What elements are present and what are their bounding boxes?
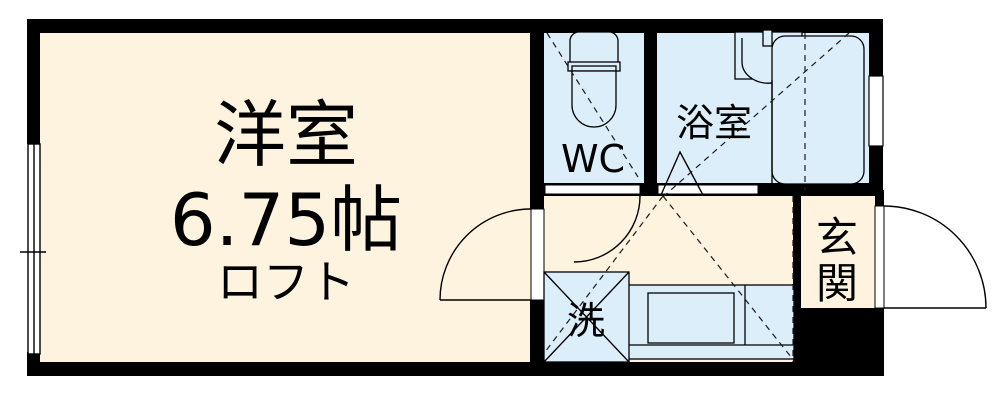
main-room-loft-label: ロフト [217, 255, 355, 309]
floor-fills [36, 29, 884, 367]
door-swings [439, 150, 987, 309]
wc-label: WC [561, 137, 625, 181]
wc-door-opening [544, 184, 641, 195]
walls [27, 19, 884, 376]
wall-bottom-main [27, 362, 543, 376]
dashed-overhead-lines [544, 32, 850, 363]
wall-left-upper [27, 19, 40, 144]
bathtub-fixture [771, 35, 865, 185]
main-room-name-label: 洋室 [214, 93, 358, 177]
washing-machine-slot [543, 271, 630, 363]
sliding-window-left [20, 143, 46, 355]
dashed-hall-diagonal-right [662, 195, 796, 363]
dashed-bath-diagonal [663, 32, 850, 197]
kitchen-counter-fixture [621, 284, 795, 360]
wall-right-main-lower [530, 300, 544, 376]
entrance-label-char-2: 関 [816, 259, 858, 308]
bathroom-folding-door[interactable] [660, 150, 704, 196]
bathroom-window-right [868, 75, 884, 147]
bathroom-door-opening [657, 184, 759, 195]
fixtures [543, 29, 865, 363]
entrance-door[interactable] [883, 205, 987, 309]
wall-hall-entrance [793, 196, 801, 313]
wall-right-main-upper [530, 19, 544, 209]
wall-right-outer-lower [869, 146, 883, 196]
wall-top-main [27, 19, 543, 33]
room-labels: 洋室 6.75帖 ロフト WC 浴室 洗 玄 関 [170, 93, 858, 343]
toilet-fixture [567, 31, 621, 128]
entrance-floor [800, 196, 884, 313]
wall-entrance-right-top [875, 190, 884, 206]
bathroom-label: 浴室 [676, 101, 752, 145]
wall-wc-bath-partition [644, 29, 657, 196]
wall-entrance-step-block [793, 308, 884, 376]
room-entry-door[interactable] [439, 208, 532, 301]
washer-label: 洗 [567, 299, 605, 343]
room-door-opening [530, 208, 545, 301]
openings [20, 75, 885, 355]
wall-right-outer-upper [869, 19, 883, 76]
entrance-label-char-1: 玄 [816, 213, 858, 262]
wc-door[interactable] [573, 195, 641, 263]
main-room-floor [36, 29, 534, 367]
entrance-door-opening [874, 205, 885, 309]
main-room-size-label: 6.75帖 [170, 178, 402, 262]
wall-bottom-service [543, 362, 804, 376]
wall-top-wet [530, 19, 882, 33]
kitchen-sink-fixture [647, 292, 735, 344]
